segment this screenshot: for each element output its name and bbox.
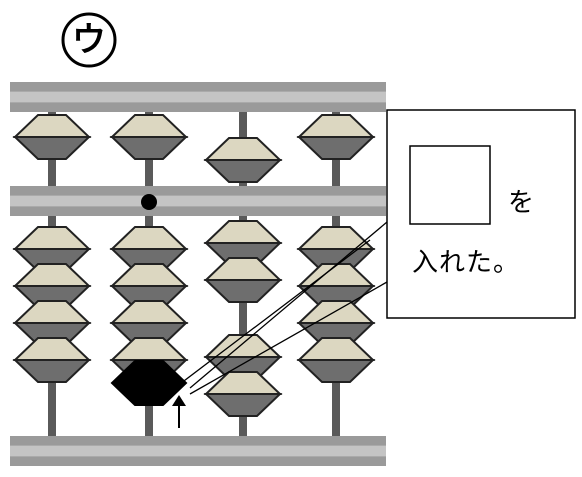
frame-beam-shine (10, 195, 386, 207)
lower-bead-rod-4-4-bottom (296, 359, 376, 383)
upper-bead-rod-2 (109, 114, 189, 160)
lower-bead-rod-1-3-top (12, 300, 92, 324)
lower-bead-rod-1-1-top (12, 226, 92, 250)
title-marker-label: ウ (72, 20, 106, 60)
frame-top-shine (10, 91, 386, 103)
lower-bead-rod-3-4-top (203, 371, 283, 395)
lower-bead-rod-3-4-bottom (203, 393, 283, 417)
upper-bead-rod-4-top (296, 114, 376, 138)
lower-bead-rod-4-3 (296, 300, 376, 346)
leader-line-1 (189, 221, 388, 389)
lower-bead-rod-4-2-top (296, 263, 376, 287)
upper-bead-rod-1-top (12, 114, 92, 138)
frame-layer (10, 82, 386, 466)
highlighted-bead-body (110, 360, 188, 406)
upper-bead-rod-1-bottom (12, 136, 92, 160)
frame-top (10, 82, 386, 112)
lower-bead-rod-1-4-bottom (12, 359, 92, 383)
upper-bead-rod-3 (203, 137, 283, 183)
upper-bead-rod-3-top (203, 137, 283, 161)
beads-layer (12, 114, 376, 417)
unit-dot (141, 194, 157, 210)
upper-bead-rod-2-top (109, 114, 189, 138)
lower-bead-rod-2-3 (109, 300, 189, 346)
leader-line-2 (189, 281, 388, 395)
upper-bead-rod-4-bottom (296, 136, 376, 160)
lower-bead-rod-3-1 (203, 220, 283, 266)
lower-bead-rod-4-2 (296, 263, 376, 309)
frame-bottom (10, 436, 386, 466)
lower-bead-rod-1-3 (12, 300, 92, 346)
lower-bead-rod-4-4-top (296, 337, 376, 361)
lower-bead-rod-1-1 (12, 226, 92, 272)
lower-bead-rod-2-4-top (109, 337, 189, 361)
lower-bead-rod-3-4 (203, 371, 283, 417)
upper-bead-rod-1 (12, 114, 92, 160)
lower-bead-rod-4-4 (296, 337, 376, 383)
upper-bead-rod-4 (296, 114, 376, 160)
title-circle (61, 12, 117, 68)
lower-bead-rod-2-1 (109, 226, 189, 272)
lower-bead-rod-2-3-top (109, 300, 189, 324)
answer-box (409, 145, 491, 225)
lower-bead-rod-1-4-top (12, 337, 92, 361)
lower-bead-rod-2-2-top (109, 263, 189, 287)
lower-bead-rod-3-1-top (203, 220, 283, 244)
lower-bead-rod-3-3-top (203, 334, 283, 358)
upper-bead-rod-3-bottom (203, 159, 283, 183)
rods-layer (48, 100, 340, 440)
lower-bead-rod-3-2-top (203, 257, 283, 281)
highlighted-bead (110, 360, 188, 406)
lower-bead-rod-2-1-top (109, 226, 189, 250)
lower-bead-rod-4-1 (296, 226, 376, 272)
lower-bead-rod-1-4 (12, 337, 92, 383)
lower-bead-rod-4-3-top (296, 300, 376, 324)
frame-beam (10, 186, 386, 216)
callout-suffix-text: を (508, 188, 535, 218)
lower-bead-rod-1-2-top (12, 263, 92, 287)
upper-bead-rod-2-bottom (109, 136, 189, 160)
callout-layer (171, 109, 576, 428)
lower-bead-rod-3-2-bottom (203, 279, 283, 303)
leader-line-3 (171, 239, 371, 391)
frame-bottom-shine (10, 445, 386, 457)
callout-line2-text: 入れた。 (412, 248, 521, 278)
lower-bead-rod-2-2 (109, 263, 189, 309)
arrow-head (172, 395, 186, 406)
lower-bead-rod-3-2 (203, 257, 283, 303)
